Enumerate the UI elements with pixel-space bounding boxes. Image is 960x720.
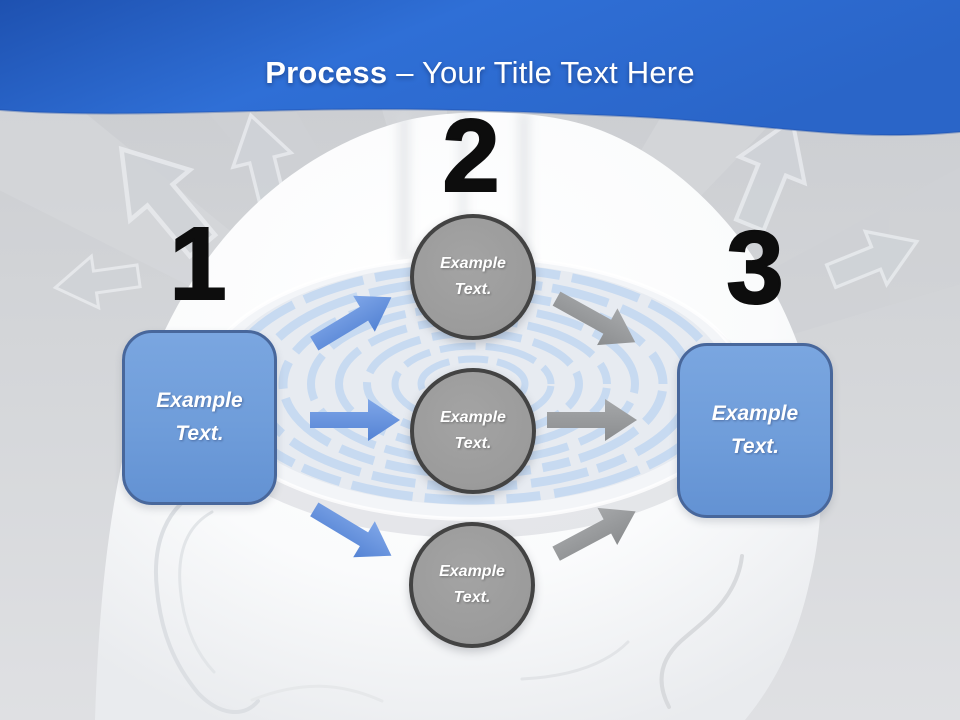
circle2-line2: Text. [454, 435, 492, 452]
dome-ridges [398, 108, 530, 263]
example-circle-3[interactable]: Example Text. [409, 522, 535, 648]
title-band-edge [0, 108, 960, 137]
blue-arrow-right-icon [310, 399, 400, 441]
blue-arrow-down-right-icon [310, 502, 392, 558]
step-number-3[interactable]: 3 [725, 210, 784, 325]
gray-arrow-right-icon [547, 399, 637, 441]
slide-title[interactable]: Process– Your Title Text Here [0, 50, 960, 96]
left-box-line2: Text. [175, 421, 224, 445]
title-topic: Process [265, 55, 388, 90]
title-band [0, 0, 960, 136]
face-detail-lines [154, 486, 744, 714]
title-placeholder: – Your Title Text Here [396, 55, 695, 90]
example-circle-2[interactable]: Example Text. [410, 368, 536, 494]
circle2-line1: Example [440, 409, 506, 427]
blue-arrow-up-right-icon [310, 295, 392, 351]
right-example-box[interactable]: Example Text. [677, 343, 833, 518]
right-box-line1: Example [711, 401, 799, 425]
right-box-line2: Text. [730, 434, 780, 458]
bg-arrow-left-icon [52, 253, 142, 311]
step-number-2[interactable]: 2 [441, 98, 500, 213]
gray-arrow-up-right-icon [552, 507, 636, 561]
bg-arrow-right-icon [824, 229, 920, 290]
circle3-line1: Example [439, 563, 505, 581]
step-number-1[interactable]: 1 [168, 206, 227, 321]
circle1-line1: Example [440, 255, 506, 273]
example-circle-1[interactable]: Example Text. [410, 214, 536, 340]
bg-arrow-up-right-icon [733, 116, 808, 234]
left-box-line1: Example [156, 388, 243, 412]
gray-arrow-down-right-icon [552, 291, 636, 346]
bg-arrow-up-left-icon [118, 145, 219, 260]
circle3-line2: Text. [453, 589, 491, 606]
circle1-line2: Text. [454, 281, 492, 298]
left-example-box[interactable]: Example Text. [122, 330, 277, 505]
